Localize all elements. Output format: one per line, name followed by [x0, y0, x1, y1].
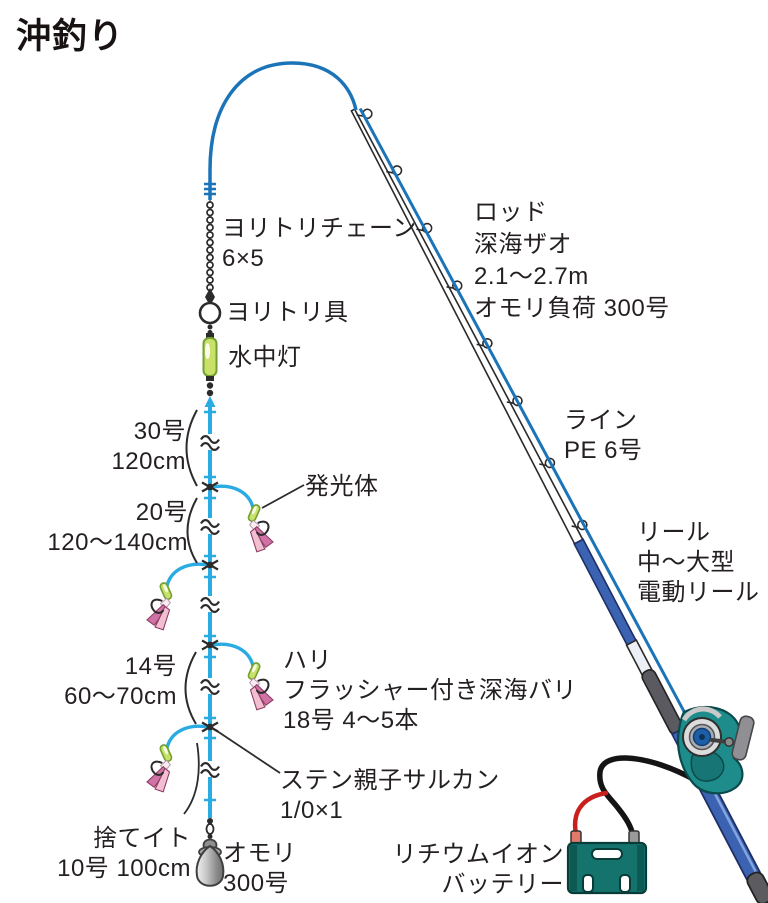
line-break-mark	[197, 432, 223, 452]
rod-butt-cap	[746, 871, 768, 903]
main-line-arc	[208, 61, 358, 200]
label-reel: リール 中〜大型 電動リール	[637, 519, 760, 606]
line-break-mark	[197, 676, 223, 696]
span-brackets	[184, 409, 198, 725]
underwater-light-icon	[202, 333, 218, 397]
battery-icon	[566, 830, 648, 895]
label-underwater-light: 水中灯	[228, 344, 302, 371]
yoritori-chain-icon	[205, 200, 215, 306]
electric-reel-icon	[676, 706, 755, 795]
label-hook: ハリ フラッシャー付き深海バリ 18号 4〜5本	[283, 647, 577, 734]
hook-flasher-icon	[210, 642, 275, 712]
battery-handle-slot	[591, 848, 623, 860]
label-weight: オモリ 300号	[223, 840, 297, 897]
label-span-20: 20号 120〜140cm	[47, 499, 188, 556]
label-span-30: 30号 120cm	[111, 418, 186, 475]
power-cable-black	[597, 755, 698, 843]
bead	[207, 324, 213, 330]
line-break-mark	[197, 594, 223, 614]
label-line: ライン PE 6号	[564, 407, 643, 464]
label-battery: リチウムイオン バッテリー	[392, 841, 564, 898]
label-rod: ロッド 深海ザオ 2.1〜2.7m オモリ負荷 300号	[474, 199, 670, 322]
line-break-mark	[197, 516, 223, 536]
label-span-14: 14号 60〜70cm	[64, 653, 177, 710]
label-sutei-line: 捨てイト 10号 100cm	[57, 825, 191, 882]
callout-lines	[183, 484, 305, 815]
label-yoritori-tool: ヨリトリ具	[226, 299, 349, 326]
page-title: 沖釣り	[16, 17, 125, 56]
pe-line	[358, 107, 698, 735]
yoritori-ring-icon	[198, 301, 222, 325]
sinker-icon	[195, 818, 225, 887]
line-break-mark	[197, 759, 223, 779]
label-glow-body: 発光体	[305, 473, 379, 500]
line-knot-ticks	[204, 182, 216, 196]
reel-crank-handle	[731, 715, 755, 761]
label-yoritori-chain: ヨリトリチェーン 6×5	[222, 215, 417, 272]
label-swivel: ステン親子サルカン 1/0×1	[280, 767, 500, 824]
